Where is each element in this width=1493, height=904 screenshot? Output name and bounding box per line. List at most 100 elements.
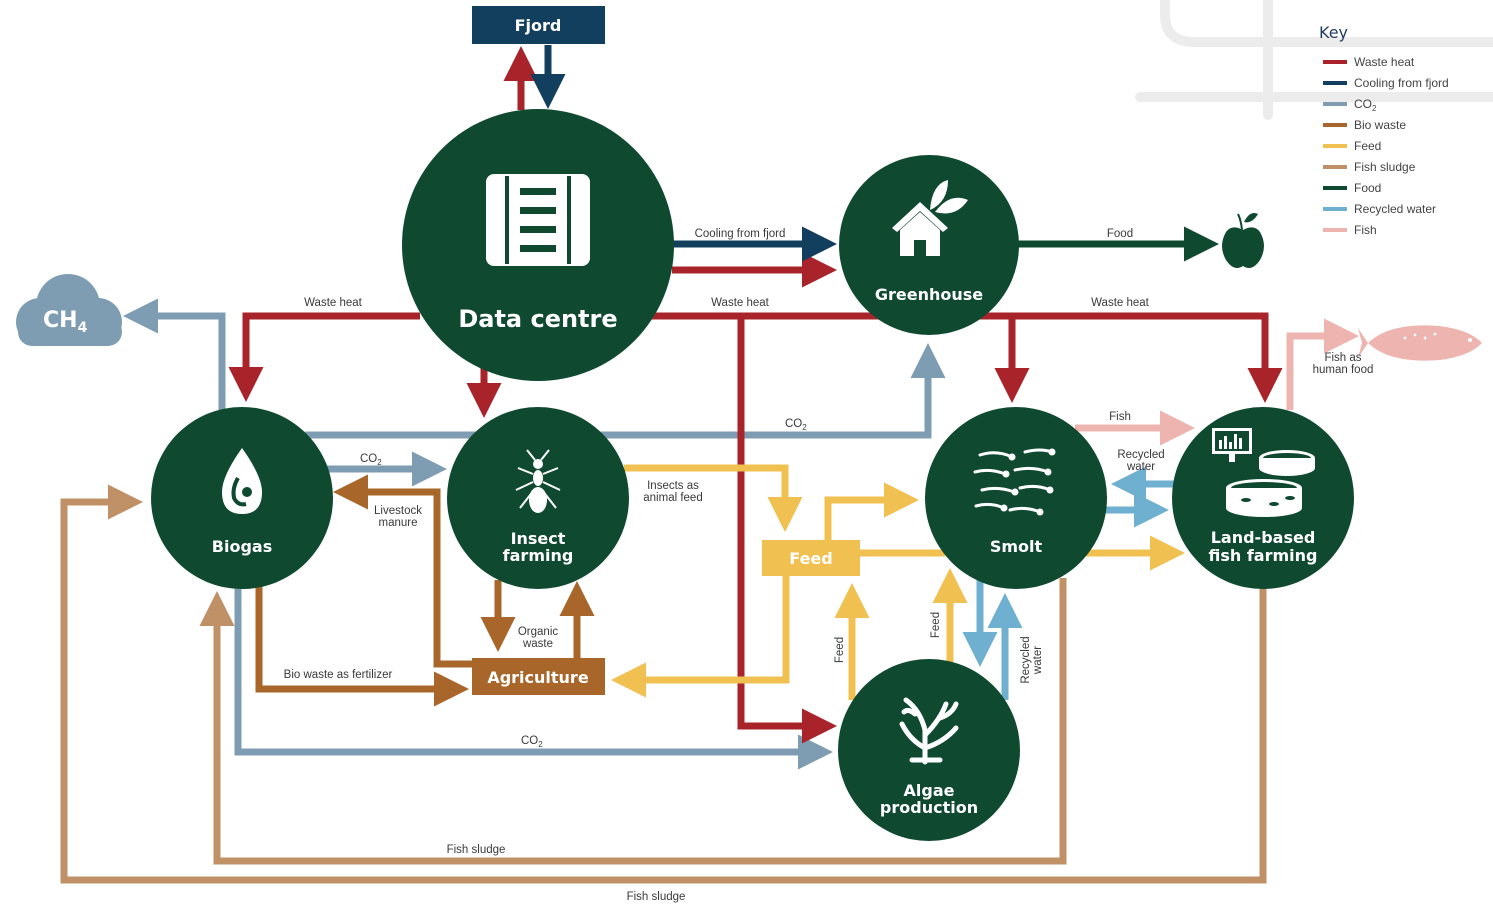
key-label: Fish sludge: [1354, 160, 1416, 174]
fjord-label: Fjord: [515, 16, 562, 35]
background-decoration: [1135, 0, 1493, 120]
ch4-subscript: 4: [78, 320, 88, 336]
key-swatch: [1323, 186, 1347, 190]
svg-text:CH4: CH4: [43, 308, 88, 336]
label-fish-sludge-outer: Fish sludge: [627, 891, 686, 903]
fish-sludge-inner-flow: [199, 578, 1067, 865]
label-waste-heat-left: Waste heat: [304, 297, 363, 309]
waste-heat-bus: [228, 312, 420, 402]
salmon-icon: [1358, 325, 1482, 361]
ch4-flow: [123, 298, 226, 412]
label-co2-bottom: CO2: [521, 735, 543, 749]
connectors: [60, 45, 1359, 884]
label-insects-feed-2: animal feed: [643, 492, 702, 504]
fish-sludge-outer-flow: [60, 484, 1267, 884]
key-label: Fish: [1354, 223, 1377, 237]
key-label: CO2: [1354, 97, 1377, 113]
label-food: Food: [1107, 228, 1133, 240]
data-centre-label: Data centre: [458, 305, 617, 333]
algae-production-node: Algae production: [838, 659, 1020, 841]
label-fish-food-1: Fish as: [1324, 352, 1361, 364]
feed-up-to-smolt: [824, 482, 919, 540]
key-swatch: [1323, 123, 1347, 127]
biogas-node: Biogas: [151, 407, 333, 589]
ch4-label: CH: [43, 308, 78, 333]
key-item: Feed: [1323, 139, 1381, 153]
fish-larvae-icon: [973, 448, 1056, 516]
label-waste-heat-mid: Waste heat: [711, 297, 770, 309]
label-cooling-from-fjord: Cooling from fjord: [695, 228, 786, 240]
agriculture-label: Agriculture: [487, 668, 589, 687]
insect-farming-label-2: farming: [503, 546, 574, 565]
algae-label-2: production: [880, 798, 978, 817]
label-organic-1: Organic: [518, 626, 559, 638]
label-feed-v1: Feed: [834, 637, 846, 663]
label-organic-2: waste: [522, 638, 553, 650]
insect-farming-node: Insect farming: [447, 407, 629, 589]
fjord-node: Fjord: [472, 6, 605, 44]
insect-farming-label-1: Insect: [511, 529, 566, 548]
label-fish-sludge-inner: Fish sludge: [447, 844, 506, 856]
co2-biogas-to-algae: [234, 588, 833, 770]
water-drop-icon: [222, 448, 262, 514]
label-co2-biogas: CO2: [360, 453, 382, 467]
server-icon: [486, 174, 590, 266]
key-title: Key: [1319, 23, 1348, 42]
agriculture-node: Agriculture: [472, 658, 605, 695]
key-swatch: [1323, 102, 1347, 106]
ch4-cloud: CH4: [16, 274, 122, 346]
key-swatch: [1323, 165, 1347, 169]
house-leaf-icon: [892, 180, 968, 256]
apple-icon: [1222, 213, 1264, 268]
key-swatch: [1323, 207, 1347, 211]
land-based-label-1: Land-based: [1211, 528, 1316, 547]
label-livestock-2: manure: [379, 517, 418, 529]
key-swatch: [1323, 228, 1347, 232]
key-label: Waste heat: [1354, 55, 1415, 69]
label-recycled-v-1: Recycled: [1020, 636, 1032, 683]
key-item: Fish: [1323, 223, 1377, 237]
key-item: Recycled water: [1323, 202, 1436, 216]
label-insects-feed-1: Insects as: [647, 480, 699, 492]
bio-fertilizer-flow: [255, 586, 469, 707]
cloud-icon: [16, 274, 122, 346]
feed-label: Feed: [789, 549, 832, 568]
key-swatch: [1323, 81, 1347, 85]
key-label: Cooling from fjord: [1354, 76, 1449, 90]
co2-biogas-to-greenhouse: [305, 343, 946, 439]
waste-heat-main-line: [650, 312, 1283, 403]
ant-icon: [515, 449, 561, 513]
key-item: Food: [1323, 181, 1381, 195]
key-label: Bio waste: [1354, 118, 1406, 132]
biogas-label: Biogas: [212, 537, 272, 556]
livestock-manure-flow: [333, 474, 474, 668]
key-item: Waste heat: [1323, 55, 1415, 69]
key-label: Recycled water: [1354, 202, 1436, 216]
algae-label-1: Algae: [904, 781, 955, 800]
key-item: Fish sludge: [1323, 160, 1416, 174]
key-swatch: [1323, 144, 1347, 148]
land-based-label-2: fish farming: [1209, 546, 1318, 565]
key-item: Cooling from fjord: [1323, 76, 1449, 90]
label-fish: Fish: [1109, 411, 1131, 423]
label-recycled-1: Recycled: [1117, 449, 1164, 461]
label-recycled-2: water: [1126, 461, 1155, 473]
key-swatch: [1323, 60, 1347, 64]
label-livestock-1: Livestock: [374, 505, 422, 517]
insect-feed-flow: [624, 464, 803, 532]
data-centre-node: Data centre: [402, 109, 674, 381]
fish-to-human: [1286, 318, 1359, 410]
key-item: CO2: [1323, 97, 1377, 113]
waste-heat-to-algae: [737, 316, 837, 744]
label-bio-fertilizer: Bio waste as fertilizer: [284, 669, 393, 681]
greenhouse-label: Greenhouse: [875, 285, 983, 304]
feed-node: Feed: [762, 540, 860, 576]
label-recycled-v-2: water: [1032, 646, 1044, 675]
smolt-node: Smolt: [925, 407, 1107, 589]
key-label: Feed: [1354, 139, 1381, 153]
feed-to-agriculture: [611, 575, 790, 698]
smolt-label: Smolt: [990, 537, 1043, 556]
label-waste-heat-right: Waste heat: [1091, 297, 1150, 309]
algae-icon: [899, 697, 959, 765]
